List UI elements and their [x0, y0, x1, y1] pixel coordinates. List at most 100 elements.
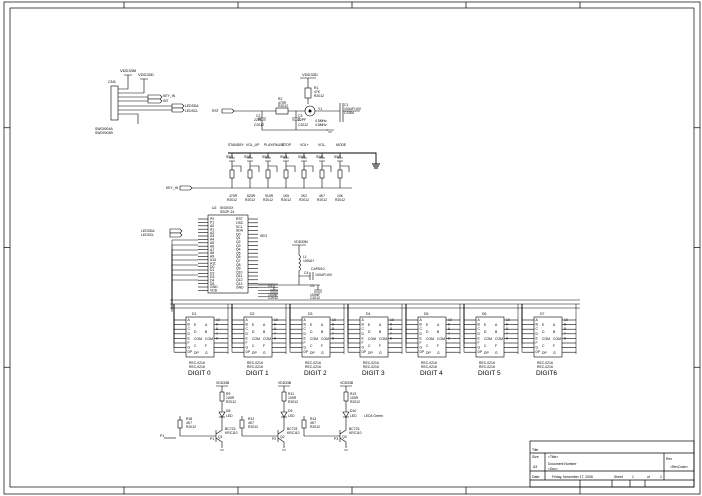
- digit-pin: D: [252, 330, 255, 334]
- net-ledscl: LEDSCL: [185, 109, 198, 113]
- digit-pin-num: 6: [332, 336, 334, 340]
- switch-ref: SW3: [262, 155, 269, 159]
- u2-pin-right: OSC: [236, 221, 244, 225]
- digit-2: D3ABCDEFGDPEDCOMCDPABCOMFG109876REC-0216…: [289, 304, 345, 377]
- net-int: INT: [163, 99, 168, 103]
- digit-part: REC-0216: [537, 361, 553, 365]
- digit-pin: COM: [252, 337, 260, 341]
- led-q-part: BC723: [225, 427, 235, 431]
- digit-part: REC-0216: [247, 361, 263, 365]
- digit-pin: DP: [484, 351, 489, 355]
- u2-pin-right: GND: [236, 286, 244, 290]
- led-rail: VDD33B: [216, 381, 230, 385]
- switch-ref: SW6: [316, 155, 323, 159]
- digit-pin: G: [478, 346, 481, 350]
- cn1-footprint-a: SWD0004A: [95, 127, 113, 131]
- digit-pin-num: 9: [390, 323, 392, 327]
- digit-pin: G: [246, 346, 249, 350]
- digit-pin: B: [536, 323, 539, 327]
- digit-pin: A: [495, 323, 498, 327]
- digit-pin: D: [362, 332, 365, 336]
- res-pkg: R2012: [245, 198, 255, 202]
- digit-pin: C: [194, 344, 197, 348]
- c6-ref: C6: [268, 284, 272, 288]
- digit-pin: DP: [194, 351, 199, 355]
- led-net: P3: [334, 437, 338, 441]
- connector-cn1: CN1 VDD33M VDD33D KEY_IN INT LEDSDA LEDS…: [95, 68, 199, 135]
- digit-pin: B: [478, 323, 481, 327]
- switch-ref: SW4: [280, 155, 287, 159]
- digit-part2: REC-0216: [363, 365, 379, 369]
- digit-pin: E: [420, 336, 423, 340]
- digit-pin: E: [426, 323, 429, 327]
- digit-pin: C: [478, 327, 481, 331]
- u2-pin-right: Q0: [236, 232, 241, 236]
- title-block: Title <Title> Size A3 Document Number <D…: [529, 440, 695, 488]
- digit-4: D5ABCDEFGDPEDCOMCDPABCOMFG109876REC-0216…: [405, 304, 461, 377]
- digit-label: DIGIT 5: [478, 370, 501, 377]
- led-rbase-pkg: R2012: [186, 425, 196, 429]
- digit-pin: E: [368, 323, 371, 327]
- digit-pin: E: [484, 323, 487, 327]
- res-value: 10K: [337, 194, 344, 198]
- u2-pin-right: Q8: [236, 263, 241, 267]
- digit-pin: E: [536, 336, 539, 340]
- digit-pin: D: [426, 330, 429, 334]
- keypad-ladder: STANDBYSW1470RR2012VOL_UPSW2620RR2012PLA…: [166, 143, 380, 202]
- res-value: 1K5: [283, 194, 289, 198]
- digit-pin: B: [263, 330, 266, 334]
- cn1-ref: CN1: [108, 79, 117, 84]
- digit-pin: A: [246, 318, 249, 322]
- digit-pin: G: [495, 351, 498, 355]
- net-p1: P1: [160, 434, 164, 438]
- digit-pin: D: [536, 332, 539, 336]
- led-rtop-value: 100R: [288, 396, 297, 400]
- u2-pin-right: Q6: [236, 255, 241, 259]
- digit-pin: B: [437, 330, 440, 334]
- u2-pin-right: Q11: [236, 274, 242, 278]
- digit-pin: D: [420, 332, 423, 336]
- digit-pin-num: 7: [448, 332, 450, 336]
- led-rtop-ref: R9: [226, 392, 230, 396]
- u2-pin-left: A8: [210, 251, 214, 255]
- led-rbase-ref: R18: [186, 417, 192, 421]
- digit-ref: D5: [424, 312, 428, 316]
- digit-pin: B: [321, 330, 324, 334]
- led-rail: VDD33B: [278, 381, 292, 385]
- digit-pin-num: 10: [332, 318, 336, 322]
- rev-value: <RevCode>: [670, 465, 688, 469]
- led-label: LED: [350, 414, 357, 418]
- digit-pin: DP: [252, 351, 257, 355]
- led-driver-2: VDD33BR11100RR2012D9LEDQ2BC723KRC110R124…: [239, 381, 300, 451]
- net-rst: RST: [212, 109, 219, 113]
- r1-value: 47K: [314, 90, 321, 94]
- u2-pin-left: VDD: [210, 289, 218, 293]
- digit-pin-num: 8: [506, 327, 508, 331]
- digit-pin: E: [542, 323, 545, 327]
- title-value: <Title>: [548, 455, 558, 459]
- led-rbase-ref: R14: [310, 417, 316, 421]
- digit-pin: B: [553, 330, 556, 334]
- digit-pin: D: [246, 332, 249, 336]
- digit-pin-num: 9: [274, 323, 276, 327]
- digit-pin: E: [478, 336, 481, 340]
- digit-pin-num: 8: [216, 327, 218, 331]
- c2-value: 22PF: [254, 118, 262, 122]
- r2-ref: R2: [278, 97, 282, 101]
- digit-pin: G: [321, 351, 324, 355]
- res-value: 470R: [229, 194, 238, 198]
- u2-pin-left: A3: [210, 234, 214, 238]
- led-ref: D10: [350, 409, 356, 413]
- u2-pin-left: A11: [210, 261, 216, 265]
- c2-ref: C2: [256, 114, 260, 118]
- digit-pin: C: [368, 344, 371, 348]
- digit-part: REC-0216: [363, 361, 379, 365]
- digit-pin: DP: [188, 350, 193, 354]
- digit-pin: D: [310, 330, 313, 334]
- res-pkg: R2012: [317, 198, 327, 202]
- u2-pin-left: A1: [210, 227, 214, 231]
- y1-ref: Y1: [318, 107, 322, 111]
- digit-pin: G: [420, 346, 423, 350]
- digit-pin: E: [194, 323, 197, 327]
